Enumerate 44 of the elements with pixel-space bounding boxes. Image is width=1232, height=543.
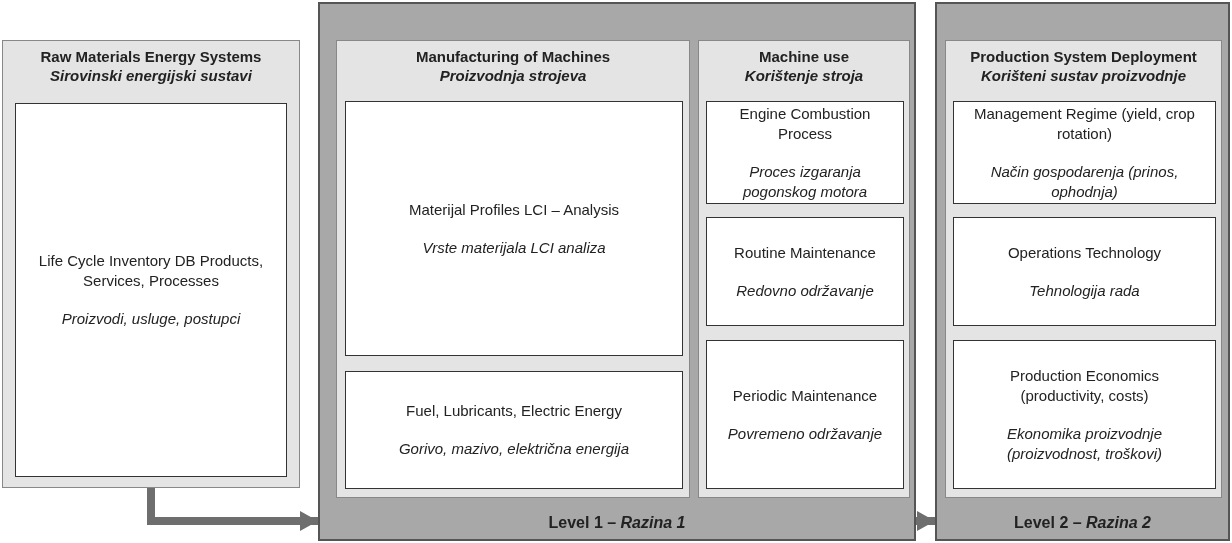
box-text: Proizvodi, usluge, postupci	[61, 309, 241, 329]
text-box	[953, 101, 1216, 204]
box-text: Management Regime (yield, crop rotation)	[973, 103, 1196, 144]
box-text: Tehnologija rada	[1029, 280, 1140, 301]
level-panel	[935, 2, 1230, 541]
box-text: Materijal Profiles LCI – Analysis	[408, 199, 620, 220]
text-box	[706, 340, 904, 489]
text-box	[706, 217, 904, 326]
panel-heading: Raw Materials Energy Systems	[40, 47, 262, 66]
box-text: Povremeno održavanje	[727, 423, 883, 444]
panel	[2, 40, 300, 488]
box-text: Production Economics (productivity, costs)	[1008, 365, 1161, 406]
panel	[336, 40, 690, 498]
level-label: Level 1 – Razina 1	[548, 513, 686, 533]
text-box	[15, 103, 287, 477]
text-box	[345, 371, 683, 489]
panel	[698, 40, 910, 498]
box-text: Periodic Maintenance	[732, 385, 878, 406]
panel-heading: Machine use	[759, 47, 849, 66]
text-box	[953, 340, 1216, 489]
box-text: Fuel, Lubricants, Electric Energy	[406, 401, 622, 421]
level-panel	[318, 2, 916, 541]
panel-heading: Korištenje stroja	[744, 66, 864, 85]
box-text: Engine Combustion Process	[738, 103, 872, 144]
text-box	[345, 101, 683, 356]
box-text: Gorivo, mazivo, električna energija	[398, 439, 630, 459]
box-text: Routine Maintenance	[734, 242, 876, 263]
panel-heading: Production System Deployment	[970, 47, 1197, 66]
box-text: Proces izgaranja pogonskog motora	[741, 161, 869, 202]
box-text: Način gospodarenja (prinos, ophodnja)	[989, 161, 1180, 202]
panel-heading: Korišteni sustav proizvodnje	[980, 66, 1186, 85]
text-box	[706, 101, 904, 204]
level-label: Level 2 – Razina 2	[1014, 513, 1151, 533]
box-text: Operations Technology	[1007, 242, 1162, 263]
panel-heading: Proizvodnja strojeva	[439, 66, 587, 85]
box-text: Redovno održavanje	[736, 280, 874, 301]
text-box	[953, 217, 1216, 326]
box-text: Life Cycle Inventory DB Products, Services, Processes	[37, 251, 265, 291]
panel	[945, 40, 1222, 498]
arrow	[916, 511, 935, 531]
box-text: Vrste materijala LCI analiza	[422, 237, 606, 258]
panel-heading: Manufacturing of Machines	[415, 47, 611, 66]
panel-heading: Sirovinski energijski sustavi	[50, 66, 252, 85]
box-text: Ekonomika proizvodnje (proizvodnost, troškovi)	[1005, 423, 1164, 464]
